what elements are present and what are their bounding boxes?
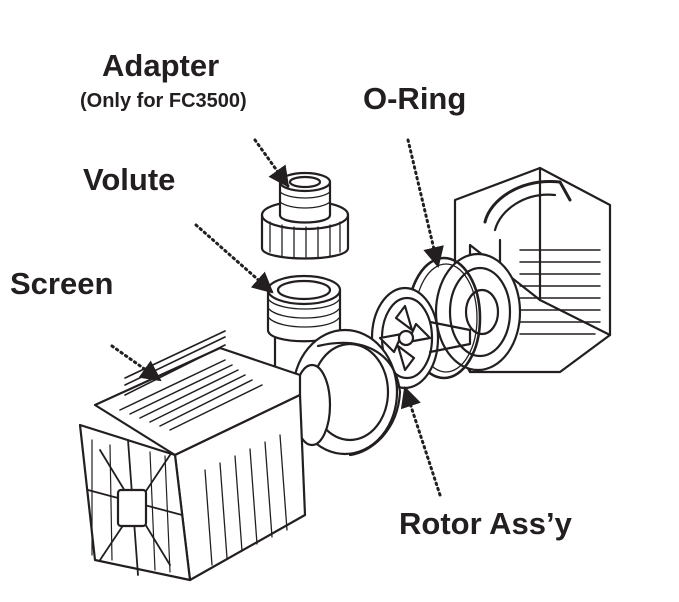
adapter-note-label: (Only for FC3500) [80, 90, 247, 112]
rotor-assembly-label: Rotor Ass’y [399, 506, 572, 541]
adapter-part [260, 171, 350, 260]
oring-leader [406, 138, 444, 269]
adapter-leader [253, 138, 290, 188]
screen-leader [110, 344, 162, 382]
volute-leader [194, 223, 274, 294]
leader-lines [110, 138, 444, 497]
volute-label: Volute [83, 162, 176, 197]
motor-flange [434, 252, 522, 372]
screen-label: Screen [10, 266, 114, 301]
screen-cage [78, 330, 307, 582]
volute-body [266, 274, 402, 457]
o-ring-label: O-Ring [363, 81, 467, 116]
adapter-label: Adapter [102, 48, 220, 83]
rotor-leader [400, 386, 442, 497]
